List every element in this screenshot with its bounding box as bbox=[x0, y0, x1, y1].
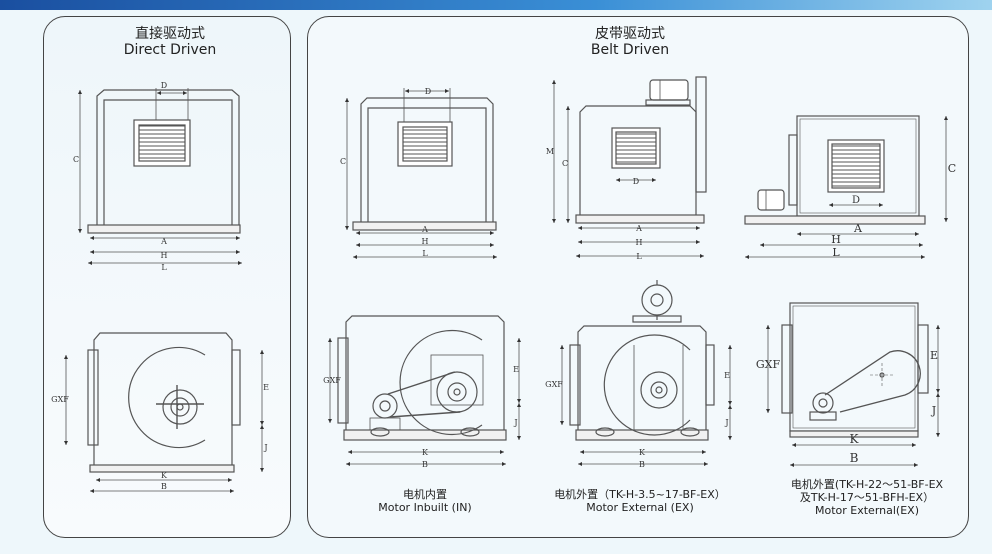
caption-motor-external-1: 电机外置（TK-H-3.5~17-BF-EX） Motor External (… bbox=[530, 488, 750, 514]
dim-label-e: E bbox=[513, 365, 519, 374]
caption-motor-external-2: 电机外置(TK-H-22～51-BF-EX 及TK-H-17～51-BFH-EX… bbox=[772, 478, 962, 517]
dim-label-d: D bbox=[425, 87, 431, 96]
dim-label-d: D bbox=[852, 195, 860, 206]
caption-motor-inbuilt: 电机内置 Motor Inbuilt (IN) bbox=[350, 488, 500, 514]
dim-label-h: H bbox=[422, 237, 429, 246]
caption-in-en: Motor Inbuilt (IN) bbox=[378, 501, 472, 514]
belt-side-view-inbuilt bbox=[328, 315, 521, 466]
direct-front-view bbox=[78, 88, 242, 265]
dim-label-gxf: GXF bbox=[51, 395, 69, 404]
belt-title-en: Belt Driven bbox=[590, 42, 670, 58]
dim-label-c: C bbox=[73, 155, 79, 164]
dim-label-a: A bbox=[160, 237, 167, 246]
direct-driven-title: 直接驱动式 Direct Driven bbox=[110, 26, 230, 58]
dim-label-j: J bbox=[263, 443, 267, 452]
dim-label-j: J bbox=[931, 404, 936, 417]
direct-driven-panel bbox=[43, 16, 291, 538]
dim-label-d: D bbox=[633, 177, 639, 186]
dimension-labels: D C A H L GXF E J K B D C A H L D M C A … bbox=[51, 81, 956, 491]
belt-front-view-3 bbox=[744, 115, 948, 259]
caption-ex1-cn: 电机外置（TK-H-3.5~17-BF-EX） bbox=[554, 488, 726, 501]
dim-label-l: L bbox=[832, 246, 840, 259]
dim-label-gxf: GXF bbox=[545, 380, 563, 389]
dim-label-h: H bbox=[161, 251, 168, 260]
dim-label-b: B bbox=[161, 482, 167, 491]
dim-label-e: E bbox=[930, 349, 938, 362]
dim-label-a: A bbox=[421, 225, 428, 234]
dim-label-e: E bbox=[263, 383, 269, 392]
dim-label-k: K bbox=[850, 432, 860, 446]
dim-label-a: A bbox=[635, 224, 642, 233]
dim-label-c: C bbox=[562, 159, 568, 168]
dim-label-m: M bbox=[546, 147, 554, 156]
belt-driven-title: 皮带驱动式 Belt Driven bbox=[570, 26, 690, 58]
dim-label-b: B bbox=[639, 460, 645, 469]
caption-ex2-en: Motor External(EX) bbox=[815, 504, 919, 517]
dim-label-gxf: GXF bbox=[323, 376, 341, 385]
dim-label-a: A bbox=[853, 222, 863, 235]
dim-label-c: C bbox=[948, 162, 956, 175]
dim-label-b: B bbox=[422, 460, 428, 469]
caption-ex2-cn2: 及TK-H-17～51-BFH-EX） bbox=[799, 491, 935, 504]
dim-label-gxf: GXF bbox=[756, 358, 781, 371]
belt-front-view-2 bbox=[552, 76, 707, 258]
belt-title-cn: 皮带驱动式 bbox=[595, 26, 665, 42]
direct-title-cn: 直接驱动式 bbox=[135, 26, 205, 42]
direct-title-en: Direct Driven bbox=[123, 42, 217, 58]
dim-label-k: K bbox=[161, 471, 168, 480]
dim-label-b: B bbox=[850, 451, 859, 465]
dim-label-c: C bbox=[340, 157, 346, 166]
belt-side-view-external-1 bbox=[560, 280, 732, 466]
dim-label-k: K bbox=[639, 448, 646, 457]
top-banner-bar bbox=[0, 0, 992, 10]
dim-label-l: L bbox=[161, 263, 167, 272]
dim-label-d: D bbox=[161, 81, 167, 90]
caption-ex2-cn1: 电机外置(TK-H-22～51-BF-EX bbox=[790, 478, 944, 491]
caption-in-cn: 电机内置 bbox=[403, 488, 447, 501]
dim-label-h: H bbox=[636, 238, 643, 247]
belt-side-view-external-2 bbox=[766, 302, 940, 467]
dim-label-l: L bbox=[422, 249, 428, 258]
belt-front-view-1 bbox=[345, 88, 497, 259]
dim-label-e: E bbox=[724, 371, 730, 380]
dim-label-j: J bbox=[724, 418, 728, 427]
dim-label-l: L bbox=[636, 252, 642, 261]
dim-label-j: J bbox=[513, 418, 517, 427]
dim-label-k: K bbox=[422, 448, 429, 457]
direct-side-view bbox=[64, 332, 264, 493]
dim-label-h: H bbox=[831, 233, 841, 246]
caption-ex1-en: Motor External (EX) bbox=[586, 501, 694, 514]
